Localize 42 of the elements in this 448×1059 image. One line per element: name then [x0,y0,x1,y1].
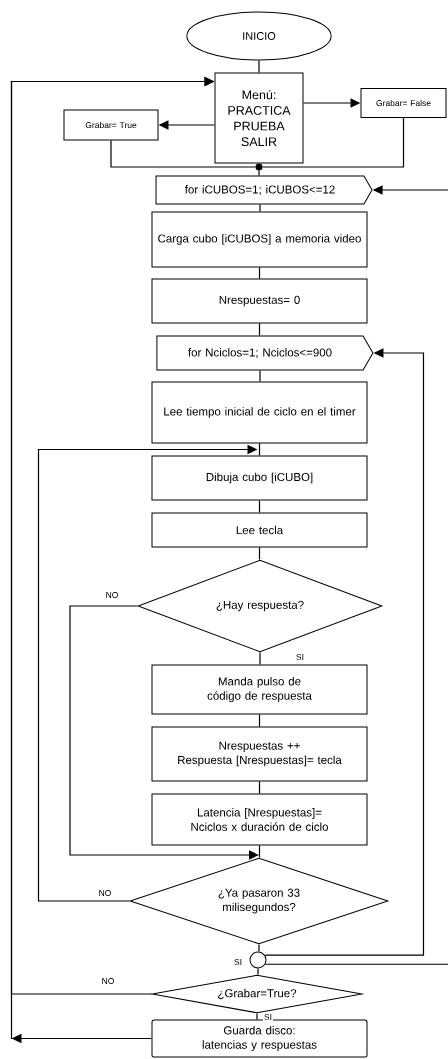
process-box: Guarda disco: latencias y respuestas [151,1019,368,1058]
connector-line [258,169,260,177]
arrow [264,185,448,965]
connector-line [258,59,260,74]
loop-box: for Nciclos=1; Nciclos<=900 [156,335,374,371]
edge-label: NO [100,977,116,985]
process-box: Dibuja cubo [iCUBO] [151,455,368,501]
loop-box: for iCUBOS=1; iCUBOS<=12 [155,175,373,205]
connector-line [261,117,405,168]
process-box: Lee tiempo inicial de ciclo en el timer [151,381,368,444]
connector-line [256,1012,258,1021]
arrow [264,348,425,956]
connector-line [110,139,257,168]
connector-line [259,369,261,383]
edge-label: SI [295,653,305,661]
connector-line [258,780,261,795]
connector-line [258,713,261,728]
process-box: Grabar= False [360,88,447,118]
connector-line [259,651,261,666]
process-box: Nrespuestas ++ Respuesta [Nrespuestas]= tecla [151,726,368,782]
edge-label: SI [263,1013,273,1021]
arrow [69,605,259,860]
edge-label: NO [104,591,120,599]
edge-label: NO [97,889,113,897]
process-box: Nrespuestas= 0 [151,278,368,324]
process-box: Carga cubo [iCUBOS] a memoria video [151,211,368,268]
connector-line [258,322,261,337]
connector-line [258,844,261,859]
process-box: Grabar= True [63,109,159,141]
process-box: Lee tecla [151,512,368,548]
menu-box: Menú: PRACTICA PRUEBA SALIR [214,72,304,164]
connector-circle [249,951,267,969]
connector-line [258,943,260,953]
connector-line [258,499,261,514]
process-box: Latencia [Nrespuestas]= Nciclos x duración de ciclo [151,793,368,846]
connector-line [258,546,261,561]
edge-label: SI [233,958,243,966]
connector-line [258,266,261,280]
process-box: Manda pulso de código de respuesta [151,664,368,715]
connector-line [258,442,261,457]
connector-line [259,203,261,213]
connector-line [257,967,259,976]
